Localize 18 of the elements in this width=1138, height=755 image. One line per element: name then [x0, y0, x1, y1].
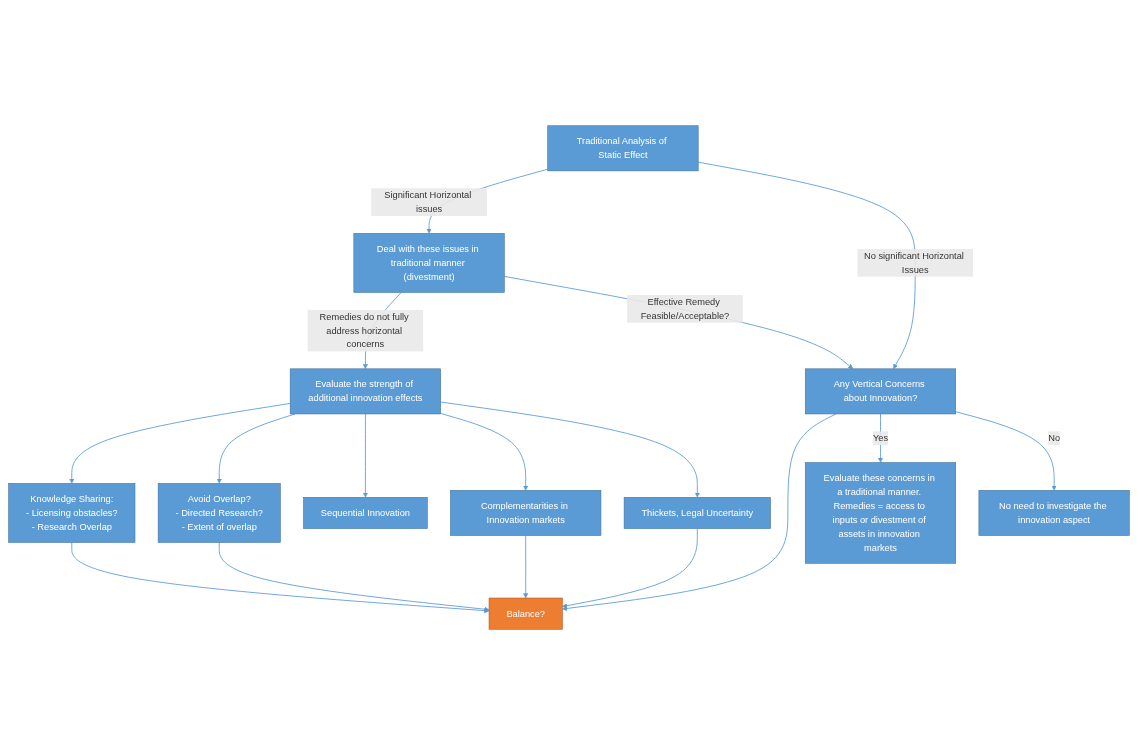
edge-label: Effective Remedy Feasible/Acceptable?	[640, 296, 730, 321]
node-box: No need to investigate the innovation aspect	[978, 490, 1130, 536]
edge-label: Significant Horizontal issues	[384, 189, 472, 214]
edge-label: No	[1048, 433, 1061, 443]
node-box: Traditional Analysis of Static Effect	[547, 125, 699, 172]
node-box: Evaluate the strength of additional innovation effects	[289, 368, 441, 415]
node-box: Avoid Overlap? - Directed Research? - Extent of overlap	[157, 483, 281, 543]
edge-label: Yes	[872, 433, 889, 443]
node-box: Sequential Innovation	[303, 497, 428, 529]
node-box: Evaluate these concerns in a traditional manner. Remedies = access to inputs or divestment of assets in innovation markets	[804, 462, 957, 564]
node-box: Deal with these issues in traditional manner (divestment)	[353, 233, 505, 293]
node-box: Knowledge Sharing: - Licensing obstacles? - Research Overlap	[8, 483, 136, 543]
node-box: Thickets, Legal Uncertainty	[623, 497, 771, 529]
edge-label: No significant Horizontal Issues	[864, 250, 964, 275]
node-box: Balance?	[488, 597, 563, 630]
node-box: Complementarities in Innovation markets	[450, 490, 602, 536]
node-box: Any Vertical Concerns about Innovation?	[804, 368, 957, 415]
edge-label: Remedies do not fully address horizontal concerns	[319, 311, 409, 350]
